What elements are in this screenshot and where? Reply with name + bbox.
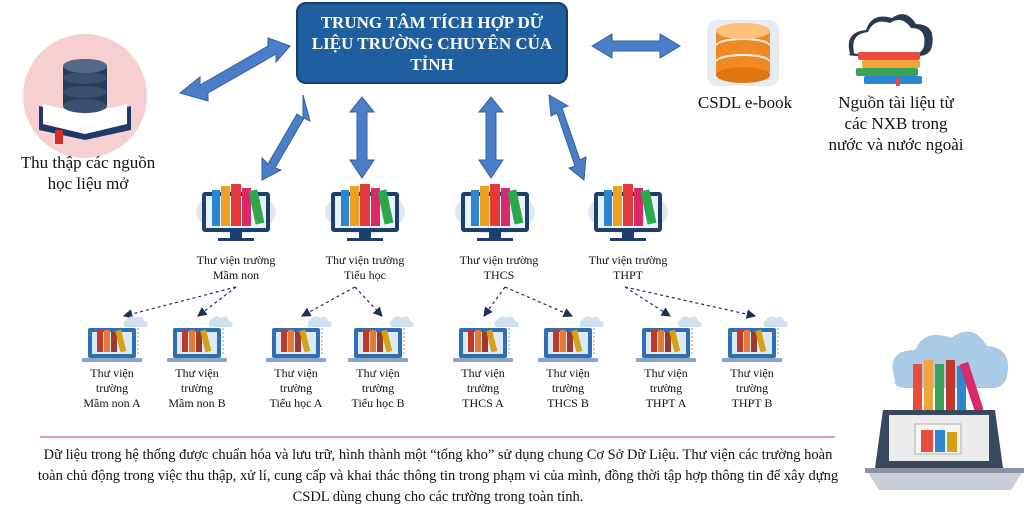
library-label-thpt: Thư viện trường THPT [568, 253, 688, 283]
sub-label-line2: trường [466, 381, 500, 395]
library-label-line1: Thư viện trường [325, 253, 405, 267]
publishers-cloud-icon [848, 14, 933, 86]
library-label-line2: THPT [613, 268, 643, 282]
footer-description: Dữ liệu trong hệ thống được chuẩn hóa và… [37, 447, 839, 505]
sub-label-line1: Thư viện [175, 366, 219, 380]
sub-label-line1: Thư viện [644, 366, 688, 380]
connector-thpt-b [624, 286, 757, 319]
sub-label-line2: trường [551, 381, 585, 395]
arrow-center-mamnon [261, 94, 311, 181]
arrow-center-thcs [477, 96, 505, 179]
arrow-center-thpt [548, 94, 587, 181]
connector-tieuhoc-b [354, 286, 383, 317]
library-label-mamnon: Thư viện trường Mầm non [176, 253, 296, 283]
connector-thcs-a [483, 286, 506, 317]
library-label-line2: Mầm non [212, 268, 260, 282]
library-label-line1: Thư viện trường [459, 253, 539, 267]
arrow-center-tieuhoc [348, 96, 376, 179]
publishers-label: Nguồn tài liệu từ các NXB trong nước và … [828, 93, 964, 154]
sub-library-icon-mamnon-a [81, 315, 149, 363]
library-label-line1: Thư viện trường [588, 253, 668, 267]
library-icon-thpt [588, 184, 668, 241]
sub-label-line3: Tiểu học A [269, 396, 323, 410]
sub-label-line1: Thư viện [274, 366, 318, 380]
connector-mamnon-b [197, 286, 237, 317]
sub-label-line2: trường [735, 381, 769, 395]
sub-library-icon-tieuhoc-b [347, 315, 415, 363]
sub-library-label-tieuhoc-a: Thư viện trường Tiểu học A [246, 366, 346, 411]
sub-library-label-thpt-a: Thư viện trường THPT A [616, 366, 716, 411]
sub-label-line2: trường [361, 381, 395, 395]
sub-label-line3: THPT A [645, 396, 687, 410]
ebook-db-label: CSDL e-book [697, 93, 793, 112]
sub-label-line2: trường [180, 381, 214, 395]
ebook-database-icon [707, 20, 779, 86]
sub-library-icon-tieuhoc-a [265, 315, 333, 363]
open-resources-label: Thu thập các nguồn học liệu mở [20, 153, 156, 193]
sub-library-label-tieuhoc-b: Thư viện trường Tiểu học B [328, 366, 428, 411]
sub-library-icon-thcs-b [537, 315, 605, 363]
arrow-left-center [178, 37, 291, 102]
sub-library-icon-thpt-a [635, 315, 703, 363]
connector-thpt-a [624, 286, 672, 317]
sub-library-icon-thcs-a [452, 315, 520, 363]
sub-library-label-thcs-a: Thư viện trường THCS A [433, 366, 533, 411]
connector-thcs-b [504, 286, 574, 318]
open-resources-icon [23, 34, 147, 158]
central-data-hub-box: TRUNG TÂM TÍCH HỢP DỮ LIỆU TRƯỜNG CHUYÊN… [296, 2, 568, 84]
sub-label-line3: THPT B [731, 396, 773, 410]
sub-library-label-mamnon-a: Thư viện trường Mầm non A [62, 366, 162, 411]
library-label-line2: Tiểu học [344, 268, 386, 282]
sub-label-line2: trường [649, 381, 683, 395]
library-label-tieuhoc: Thư viện trường Tiểu học [305, 253, 425, 283]
sub-label-line3: Tiểu học B [351, 396, 405, 410]
connector-mamnon-a [122, 286, 237, 319]
sub-label-line1: Thư viện [356, 366, 400, 380]
sub-library-label-thcs-b: Thư viện trường THCS B [518, 366, 618, 411]
library-label-thcs: Thư viện trường THCS [439, 253, 559, 283]
central-hub-title: TRUNG TÂM TÍCH HỢP DỮ LIỆU TRƯỜNG CHUYÊN… [311, 12, 553, 74]
sub-library-label-thpt-b: Thư viện trường THPT B [702, 366, 802, 411]
library-icon-mamnon [196, 184, 276, 241]
library-icon-tieuhoc [325, 184, 405, 241]
sub-label-line1: Thư viện [461, 366, 505, 380]
sub-label-line3: THCS A [462, 396, 504, 410]
sub-library-icon-mamnon-b [166, 315, 234, 363]
sub-label-line2: trường [279, 381, 313, 395]
library-label-line1: Thư viện trường [196, 253, 276, 267]
connector-tieuhoc-a [300, 286, 356, 317]
library-label-line2: THCS [483, 268, 515, 282]
sub-label-line2: trường [95, 381, 129, 395]
sub-library-icon-thpt-b [721, 315, 789, 363]
laptop-library-icon [865, 331, 1024, 490]
sub-label-line3: Mầm non A [83, 396, 141, 410]
footer-divider [40, 436, 835, 438]
sub-label-line1: Thư viện [546, 366, 590, 380]
sub-label-line1: Thư viện [730, 366, 774, 380]
sub-library-label-mamnon-b: Thư viện trường Mầm non B [147, 366, 247, 411]
sub-label-line1: Thư viện [90, 366, 134, 380]
sub-label-line3: THCS B [547, 396, 589, 410]
library-icon-thcs [455, 184, 535, 241]
arrow-center-ebook [591, 33, 681, 59]
sub-label-line3: Mầm non B [168, 396, 226, 410]
